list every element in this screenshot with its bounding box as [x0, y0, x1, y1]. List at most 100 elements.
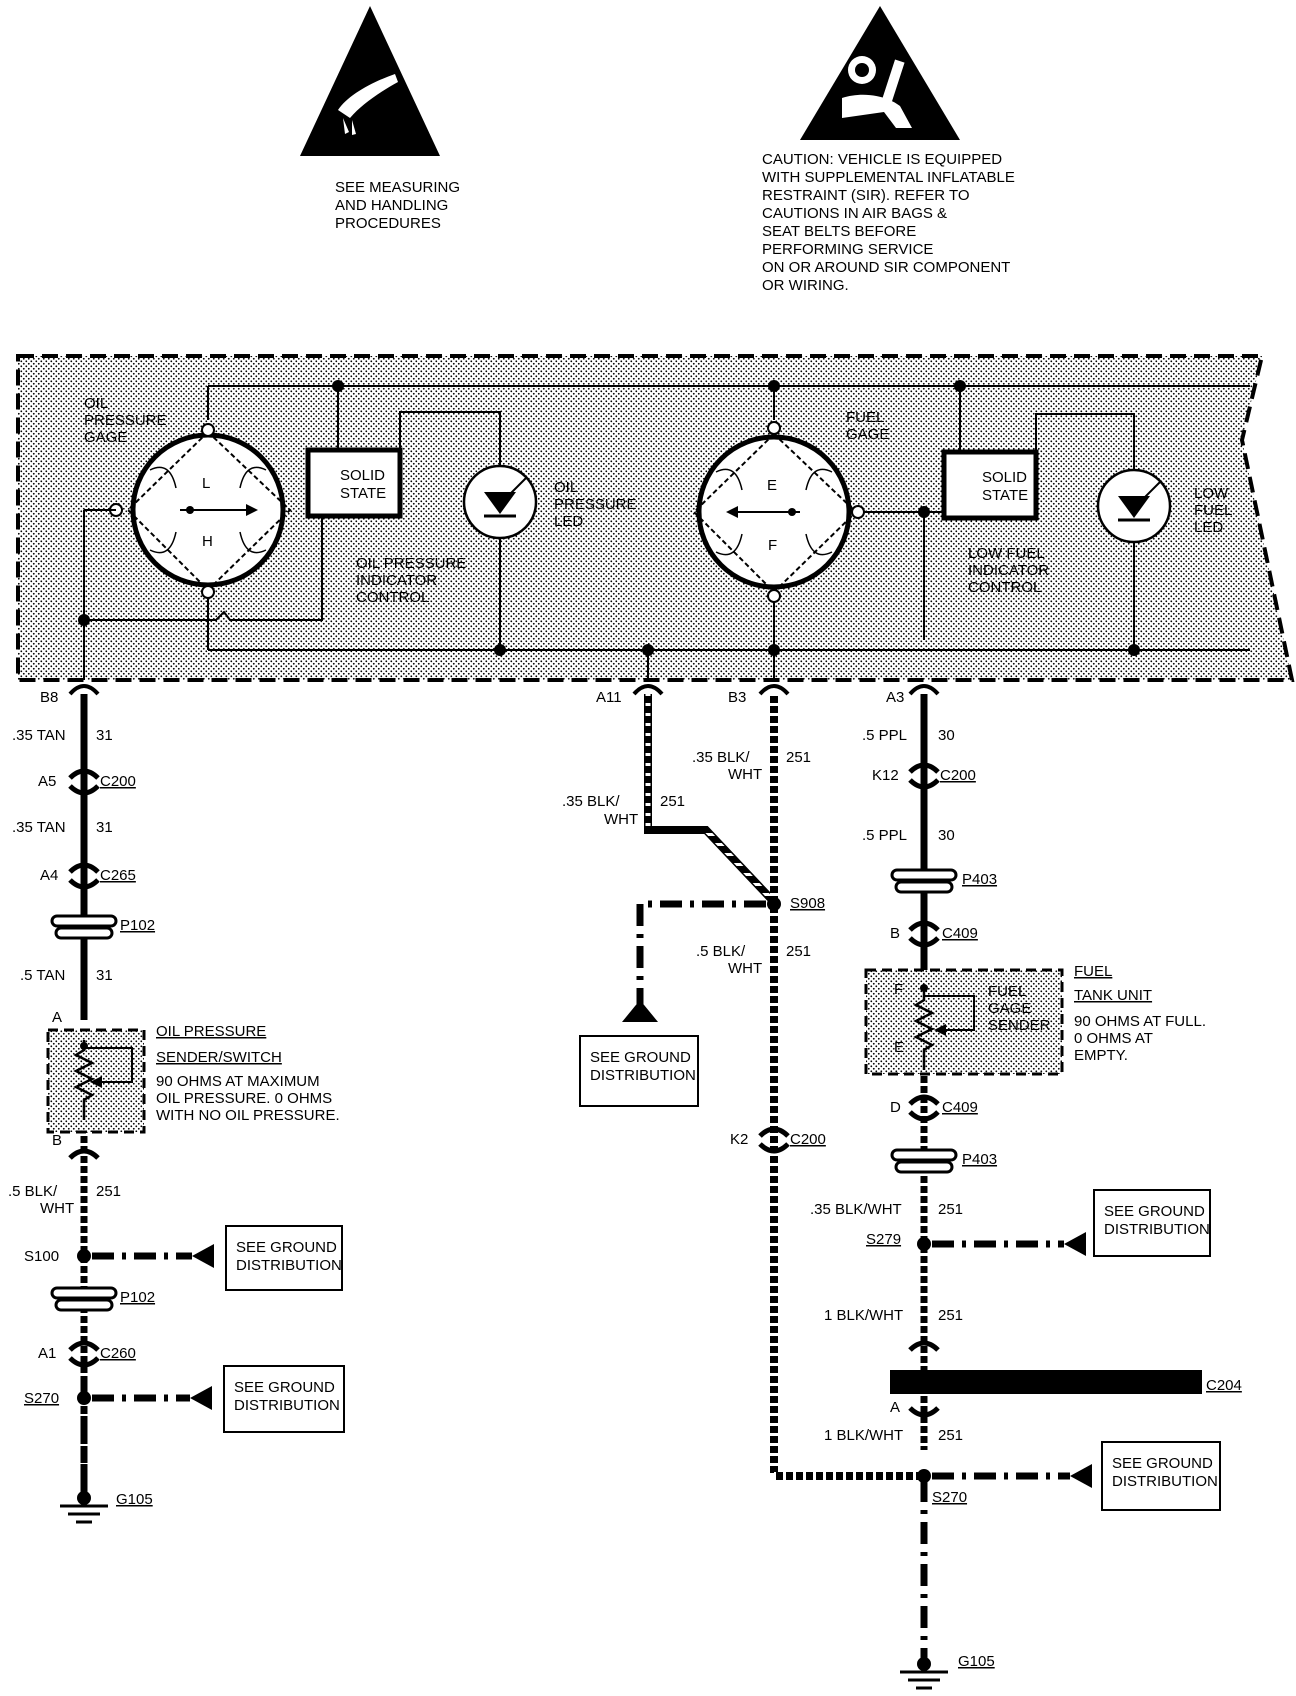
wire-label: .5 TAN — [20, 967, 65, 984]
ground-name: G105 — [116, 1491, 153, 1508]
spec-text: 0 OHMS AT — [1074, 1030, 1153, 1047]
splice-name: S270 — [932, 1489, 967, 1506]
oil-gage-label: OIL — [84, 395, 108, 412]
splice-dot — [77, 1391, 91, 1405]
connector-name: P403 — [962, 871, 997, 888]
text-line: ON OR AROUND SIR COMPONENT — [762, 259, 1010, 276]
low-fuel-control-label: CONTROL — [968, 579, 1041, 596]
see-ground-distribution-box — [1093, 1189, 1211, 1257]
esd-hand-warning-icon — [300, 6, 440, 156]
circuit-number: 251 — [938, 1201, 963, 1218]
connector-icon — [68, 1340, 100, 1368]
pass-through-grommet-icon — [890, 868, 958, 894]
connector-pin: A5 — [38, 773, 56, 790]
text-line: AND HANDLING — [335, 197, 448, 214]
oil-pressure-circuit: .35 TAN 31 A5 C200 .35 TAN 31 A4 C265 P1… — [8, 694, 345, 1524]
connector-name: C204 — [1206, 1377, 1242, 1394]
wire-label: .35 TAN — [12, 819, 66, 836]
wire-label: .5 PPL — [862, 727, 907, 744]
text-line: RESTRAINT (SIR). REFER TO — [762, 187, 970, 204]
ground-box-text: DISTRIBUTION — [234, 1397, 340, 1414]
oil-gage-label: PRESSURE — [84, 412, 167, 429]
gauge-letter-l: L — [202, 475, 210, 492]
circuit-number: 30 — [938, 727, 955, 744]
low-fuel-control-label: LOW FUEL — [968, 545, 1045, 562]
splice-name: S908 — [790, 895, 825, 912]
connector-name: C409 — [942, 1099, 978, 1116]
sender-label: GAGE — [988, 1000, 1031, 1017]
connector-name: C265 — [100, 867, 136, 884]
connector-pin: K12 — [872, 767, 899, 784]
connector-pin: A — [890, 1399, 900, 1416]
see-ground-distribution-box — [223, 1365, 345, 1433]
oil-led-label: PRESSURE — [554, 496, 637, 513]
text-line: CAUTIONS IN AIR BAGS & — [762, 205, 947, 222]
connector-icon — [908, 1094, 940, 1122]
gauge-letter-f: F — [768, 537, 777, 554]
solid-state-label: STATE — [340, 485, 386, 502]
ground-arrow-icon — [1070, 1464, 1092, 1488]
component-name: OIL PRESSURE — [156, 1023, 266, 1040]
airbag-warning-icon — [800, 6, 960, 140]
ground-box-text: DISTRIBUTION — [590, 1067, 696, 1084]
low-fuel-control-label: INDICATOR — [968, 562, 1049, 579]
connector-name: C409 — [942, 925, 978, 942]
wire-label: WHT — [728, 960, 762, 977]
connector-name: P102 — [120, 1289, 155, 1306]
wire-label: WHT — [728, 766, 762, 783]
pin-label: B — [52, 1132, 62, 1149]
splice-dot — [77, 1249, 91, 1263]
sender-label: SENDER — [988, 1017, 1051, 1034]
pass-through-grommet-icon — [50, 914, 118, 940]
ground-box-text: DISTRIBUTION — [1104, 1221, 1210, 1238]
ground-box-text: DISTRIBUTION — [1112, 1473, 1218, 1490]
solid-state-module — [305, 447, 403, 519]
oil-led-label: LED — [554, 513, 583, 530]
connector-pin: D — [890, 1099, 901, 1116]
low-fuel-led-label: LED — [1194, 519, 1223, 536]
pin-label: A11 — [596, 689, 622, 706]
oil-pressure-led-icon — [462, 464, 538, 540]
connector-icon — [68, 862, 100, 890]
splice-name: S270 — [24, 1390, 59, 1407]
fuel-level-circuit: .5 PPL 30 K12 C200 .5 PPL 30 P403 B C409… — [810, 694, 1242, 1690]
connector-name: P403 — [962, 1151, 997, 1168]
connector-name: C200 — [940, 767, 976, 784]
ground-box-text: SEE GROUND — [1112, 1455, 1213, 1472]
ground-arrow-icon — [190, 1386, 212, 1410]
wire-label: WHT — [604, 811, 638, 828]
ground-box-text: DISTRIBUTION — [236, 1257, 342, 1274]
ground-box-text: SEE GROUND — [1104, 1203, 1205, 1220]
wire-label: .5 PPL — [862, 827, 907, 844]
fuel-gage: E F — [692, 421, 865, 603]
splice-name: S279 — [866, 1231, 901, 1248]
solid-state-label: SOLID — [982, 469, 1027, 486]
gauge-letter-h: H — [202, 533, 213, 550]
text-line: SEAT BELTS BEFORE — [762, 223, 916, 240]
circuit-number: 31 — [96, 967, 113, 984]
wire-label: .5 BLK/ — [8, 1183, 58, 1200]
ground-box-text: SEE GROUND — [590, 1049, 691, 1066]
pin-label: B8 — [40, 689, 58, 706]
ground-arrow-icon — [192, 1244, 214, 1268]
wire-label: .35 BLK/ — [692, 749, 750, 766]
cluster-terminals — [68, 684, 940, 696]
oil-led-label: OIL — [554, 479, 578, 496]
solid-state-label: STATE — [982, 487, 1028, 504]
see-ground-distribution-box — [1101, 1441, 1221, 1511]
component-name: SENDER/SWITCH — [156, 1049, 282, 1066]
spec-text: WITH NO OIL PRESSURE. — [156, 1107, 340, 1124]
text-line: PROCEDURES — [335, 215, 441, 232]
circuit-number: 251 — [786, 943, 811, 960]
circuit-number: 251 — [660, 793, 685, 810]
wire-label: 1 BLK/WHT — [824, 1427, 903, 1444]
text-line: OR WIRING. — [762, 277, 849, 294]
circuit-number: 30 — [938, 827, 955, 844]
connector-icon — [758, 1126, 790, 1154]
component-name: TANK UNIT — [1074, 987, 1152, 1004]
circuit-number: 251 — [938, 1307, 963, 1324]
wire-label: 1 BLK/WHT — [824, 1307, 903, 1324]
text-line: SEE MEASURING — [335, 179, 460, 196]
spec-text: 90 OHMS AT FULL. — [1074, 1013, 1206, 1030]
